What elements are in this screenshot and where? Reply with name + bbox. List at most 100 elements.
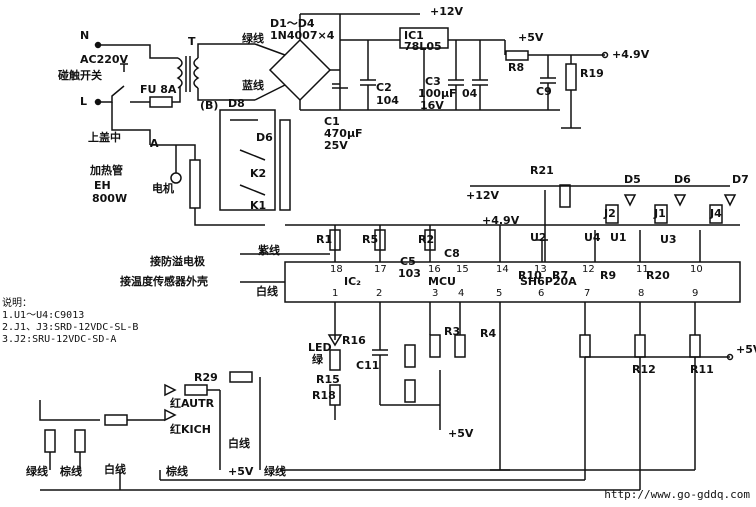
power-rails [300,14,609,129]
heater-element [189,159,201,209]
label-touch-switch: 碰触开关 [58,69,102,82]
label-d6-relay: D6 [256,131,273,144]
label-r10: R10 [518,269,542,282]
pin-11: 11 [636,264,649,275]
label-j1: J1 [654,207,666,220]
label-red-autr: 红AUTR [170,397,215,410]
label-c04: 04 [462,87,478,100]
notes-title: 说明： [2,298,32,309]
label-c3-value: 100μF [418,87,457,100]
label-r16: R16 [342,334,366,347]
label-green-wire-3: 绿线 [264,465,286,478]
label-diodes: D1～D4 [270,17,315,30]
label-5v-pot: +5V [448,427,474,440]
note-3: 3.J2:SRU-12VDC-SD-A [2,334,117,345]
label-12v-top: +12V [430,5,464,18]
label-c1-voltage: 25V [324,139,348,152]
sensor-connectors [39,357,696,491]
label-r4: R4 [480,327,497,340]
label-r18: R18 [312,389,336,402]
label-r8: R8 [508,61,525,74]
label-temp-sensor: 接温度传感器外壳 [120,275,208,288]
note-1: 1.U1～U4:C9013 [2,310,85,321]
label-u3: U3 [660,233,677,246]
label-led-color: 绿 [312,353,323,366]
label-k2: K2 [250,167,267,180]
fuse-symbol [149,96,173,108]
label-5v-right: +5V [736,343,756,356]
label-a: A [150,137,159,150]
label-anti-overflow: 接防溢电极 [150,255,205,268]
label-blue-wire: 蓝线 [242,79,264,92]
label-r29: R29 [194,371,218,384]
label-d8: D8 [228,97,245,110]
pin-5: 5 [496,288,503,299]
label-c1: C1 [324,115,340,128]
label-heater: 加热管 [90,164,123,177]
label-r20: R20 [646,269,670,282]
label-brown-wire: 棕线 [60,465,82,478]
label-c2-value: 104 [376,94,399,107]
label-r2: R2 [418,233,435,246]
label-r5: R5 [362,233,379,246]
notes-block: 说明： 1.U1～U4:C9013 2.J1、J3:SRD-12VDC-SL-B… [2,298,138,346]
label-white-wire-2: 白线 [228,437,250,450]
label-r9: R9 [600,269,617,282]
label-d7: D7 [732,173,749,186]
label-r3: R3 [444,325,461,338]
pin-16: 16 [428,264,441,275]
label-c2: C2 [376,81,392,94]
label-k1: K1 [250,199,267,212]
pin-15: 15 [456,264,469,275]
label-c1-value: 470μF [324,127,363,140]
label-78l05: 78L05 [404,40,442,53]
label-4p9v-top: +4.9V [612,48,650,61]
pin-6: 6 [538,288,545,299]
label-r11: R11 [690,363,714,376]
pin-17: 17 [374,264,387,275]
label-5v-top: +5V [518,31,544,44]
label-ac220v: AC220V [80,53,129,66]
label-diodes-part: 1N4007×4 [270,29,335,42]
label-r1: R1 [316,233,333,246]
label-r7: R7 [552,269,569,282]
transformer-symbol [176,43,255,101]
pin-12: 12 [582,264,595,275]
label-c3-voltage: 16V [420,99,444,112]
label-d6: D6 [674,173,691,186]
note-2: 2.J1、J3:SRD-12VDC-SL-B [2,322,139,333]
label-c9: C9 [536,85,552,98]
label-c8: C8 [444,247,460,260]
pin-8: 8 [638,288,645,299]
lower-circuit [327,302,734,471]
label-brown-wire-2: 棕线 [166,465,188,478]
label-mcu: MCU [428,275,456,288]
label-u4: U4 [584,231,601,244]
pin-1: 1 [332,288,339,299]
label-green-wire-2: 绿线 [26,465,48,478]
label-n: N [80,29,90,42]
label-t: T [188,35,196,48]
label-motor: 电机 [152,182,174,195]
pin-14: 14 [496,264,509,275]
mcu-ic2 [240,184,741,303]
label-purple-wire: 紫线 [258,244,280,257]
label-u2: U2 [530,231,547,244]
label-u1: U1 [610,231,627,244]
label-white-wire: 白线 [256,285,278,298]
label-ic2: IC₂ [344,275,361,288]
pin-4: 4 [458,288,465,299]
label-c11: C11 [356,359,380,372]
label-mcu-part: SH6P20A [520,275,577,288]
label-r12: R12 [632,363,656,376]
pin-10: 10 [690,264,703,275]
pin-2: 2 [376,288,383,299]
label-lid: 上盖中 [88,131,121,144]
label-5v-bottom: +5V [228,465,254,478]
label-led: LED [308,341,332,354]
label-12v-relay: +12V [466,189,500,202]
label-c5: C5 [400,255,416,268]
label-watt: 800W [92,192,128,205]
